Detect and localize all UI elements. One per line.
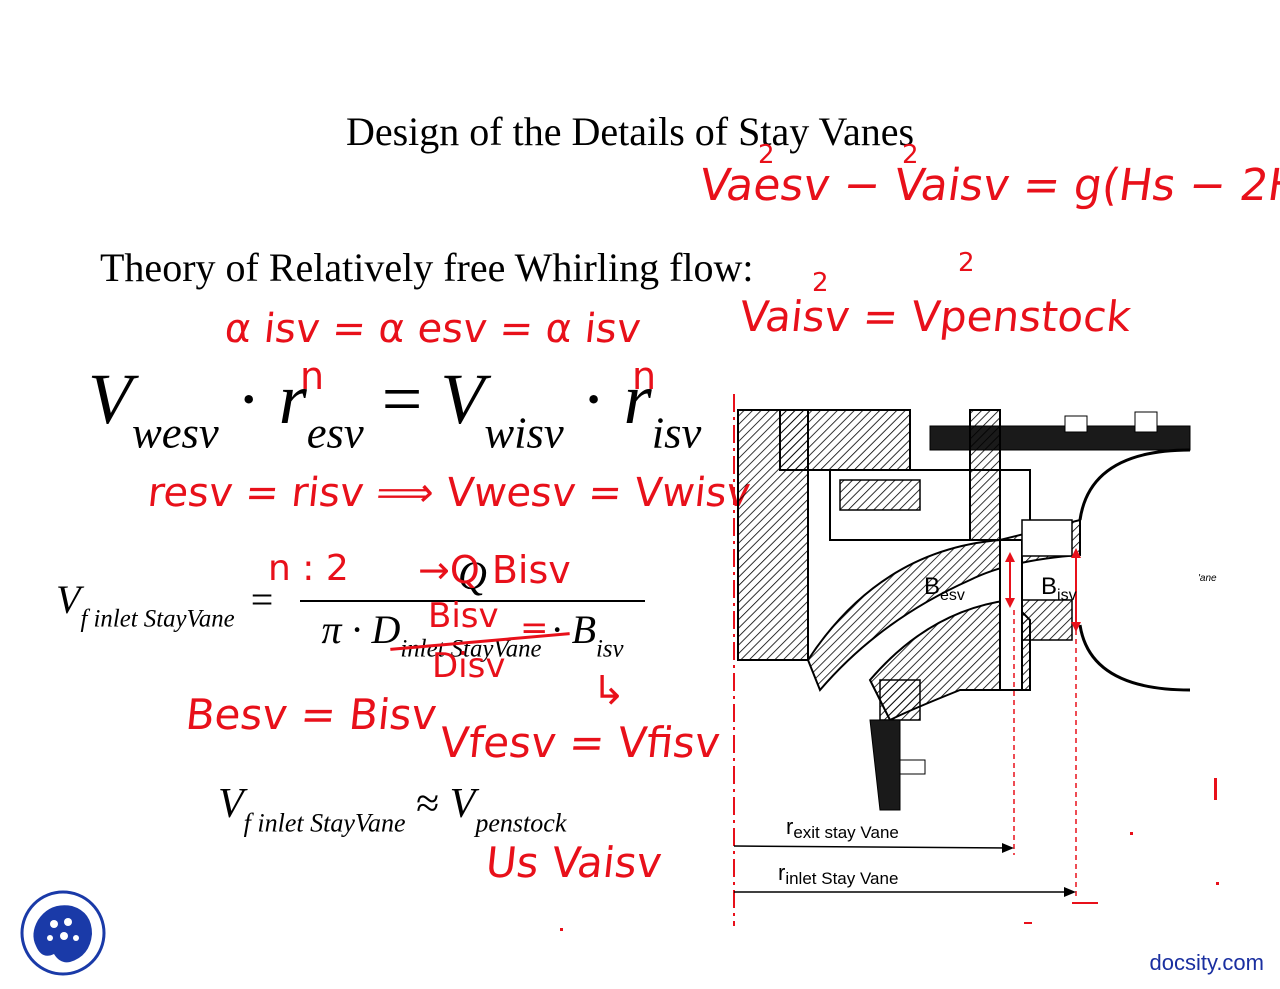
label-cut-off: 'ane	[1198, 573, 1217, 584]
eq3-subscript: f inlet StayVane	[243, 808, 406, 838]
label-b-esv: Besv	[924, 573, 965, 604]
eq1-dot-2: ·	[581, 359, 606, 439]
upper-cover	[779, 409, 911, 471]
annotation-square-1: 2	[758, 140, 775, 170]
annotation-mark	[1214, 778, 1217, 800]
eq1-v-left: V	[88, 359, 132, 439]
annotation-q-bisv: →Q Bisv	[418, 548, 571, 592]
annotation-exponent-n-1: n	[300, 354, 325, 398]
annotation-square-3: 2	[812, 268, 829, 298]
label-r-exit: rexit stay Vane	[786, 814, 899, 842]
section-heading: Theory of Relatively free Whirling flow:	[100, 245, 754, 290]
guide-part	[879, 679, 921, 721]
equation-flow-velocity-lhs: Vf inlet StayVane =	[56, 576, 273, 634]
eq2-denominator: π · Dinlet StayVane · Bisv	[300, 606, 645, 664]
arrow-head	[1064, 887, 1076, 897]
eq1-dot-1: ·	[236, 359, 261, 439]
arrow-head	[1005, 552, 1015, 562]
annotation-va-difference: Vaesv − Vaisv = g(Hs − 2Hgv)	[696, 160, 1280, 211]
eq3-v-left: V	[218, 781, 244, 827]
annotation-exponent-n-2: n	[632, 354, 657, 398]
r-exit-arrow	[733, 845, 1011, 849]
annotation-va-penstock: Vaisv = Vpenstock	[737, 292, 1134, 341]
stay-vane-cross-section-diagram: Besv Bisv rexit stay Vane rinlet Stay Va…	[733, 394, 1217, 926]
eq1-esv: esv	[306, 407, 364, 458]
eq2-v: V	[56, 577, 81, 622]
page-title: Design of the Details of Stay Vanes	[345, 109, 915, 154]
eq3-approx: ≈	[416, 781, 440, 827]
eq3-penstock: penstock	[475, 808, 567, 838]
eq2-numerator: Q	[458, 553, 487, 598]
eq1-v-right: V	[440, 359, 485, 439]
arrow-head	[1005, 598, 1015, 608]
annotation-dash	[1024, 922, 1032, 924]
eq2-equals: =	[250, 577, 274, 622]
annotation-frac-equals: =	[520, 608, 549, 648]
eq1-isv: isv	[651, 407, 702, 458]
arrow-head	[1002, 843, 1014, 853]
eq1-wesv: wesv	[131, 407, 219, 458]
eq2-pi-d: π · D	[321, 607, 401, 652]
annotation-dot	[560, 928, 563, 931]
annotation-square-4: 2	[958, 248, 975, 278]
arrow-head	[1071, 548, 1081, 558]
eq2-fraction-bar	[300, 600, 645, 602]
annotation-n-two: n : 2	[268, 548, 349, 589]
annotation-us-vaisv: Us Vaisv	[483, 838, 665, 887]
annotation-r-equal: resv = risv ⟹ Vwesv = Vwisv	[145, 470, 753, 516]
nut	[1134, 411, 1158, 433]
docsity-logo-icon	[20, 890, 106, 976]
eq1-r-left: r	[278, 359, 307, 439]
eq2-b-subscript: isv	[596, 635, 624, 663]
annotation-besv-equal: Besv = Bisv	[183, 690, 440, 739]
equation-penstock: Vf inlet StayVane ≈ Vpenstock	[218, 780, 566, 838]
annotation-square-2: 2	[902, 140, 919, 170]
eq2-b: · B	[541, 607, 596, 652]
equation-whirl-flow: Vwesv · resv = Vwisv · risv	[88, 358, 701, 459]
wicket-gate-support	[869, 719, 901, 811]
eq3-v-right: V	[449, 781, 476, 827]
spiral-casing-top	[1078, 448, 1191, 521]
brand-link[interactable]: docsity.com	[1149, 950, 1264, 975]
label-r-inlet: rinlet Stay Vane	[778, 860, 898, 888]
arrow-head	[1071, 622, 1081, 632]
bearing-part	[839, 479, 921, 511]
annotation-vf-equal: Vfesv = Vfisv	[437, 718, 723, 767]
small-bolt	[899, 759, 926, 775]
spiral-casing-bottom	[1078, 624, 1191, 692]
eq2-subscript: f inlet StayVane	[80, 605, 235, 633]
annotation-dash	[1072, 902, 1098, 904]
flange-lower	[1021, 599, 1073, 641]
eq2-d-subscript: inlet StayVane	[400, 635, 542, 663]
equation-flow-velocity-fraction: Q π · Dinlet StayVane · Bisv	[300, 552, 645, 664]
eq1-equals: =	[381, 359, 423, 439]
annotation-alpha-equal: α isv = α esv = α isv	[222, 306, 643, 352]
stay-vane-bolt	[969, 409, 1001, 541]
annotation-disv-bottom: Disv	[432, 646, 506, 686]
annotation-bisv-top: Bisv	[428, 596, 499, 636]
annotation-arrow-down: ↳	[592, 668, 626, 714]
flange-upper	[1021, 519, 1073, 557]
label-b-isv: Bisv	[1041, 573, 1077, 604]
eq1-wisv: wisv	[484, 407, 564, 458]
annotation-dot	[1130, 832, 1133, 835]
nut	[1064, 415, 1088, 433]
eq1-r-right: r	[623, 359, 652, 439]
annotation-dot	[1216, 882, 1219, 885]
